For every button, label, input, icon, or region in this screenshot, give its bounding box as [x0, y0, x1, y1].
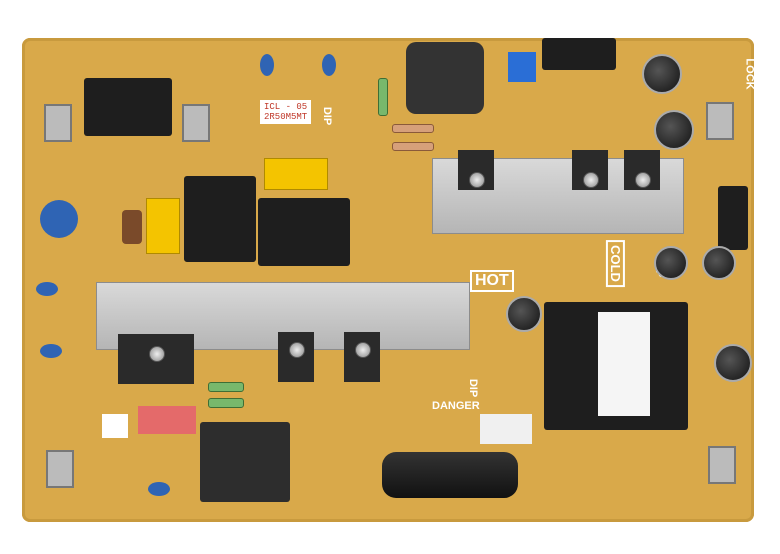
transformer-label [598, 312, 650, 416]
pfc-inductor [258, 198, 350, 266]
transistor [624, 150, 660, 190]
lock-label: LOCK [743, 58, 756, 90]
y-capacitor [40, 200, 78, 238]
resistor [208, 382, 244, 392]
icl-line1: ICL - 05 [264, 102, 308, 112]
capacitor [714, 344, 752, 382]
ceramic-capacitor [36, 282, 58, 296]
pcb-board: ICL - 05 2R50M5MT DIP LOCK COLD HOT DIP … [22, 38, 756, 522]
transistor [572, 150, 608, 190]
ceramic-capacitor [322, 54, 336, 76]
capacitor [506, 296, 542, 332]
dip-label: DIP [321, 106, 334, 126]
common-mode-choke [184, 176, 256, 262]
inductor [406, 42, 484, 114]
capacitor [702, 246, 736, 280]
fuse-clip [182, 104, 210, 142]
fuse-clip [44, 104, 72, 142]
clip [706, 102, 734, 140]
ceramic-capacitor [148, 482, 170, 496]
bridge-rectifier [118, 334, 194, 384]
cold-label: COLD [605, 240, 625, 287]
resistor [378, 78, 388, 116]
capacitor [654, 246, 688, 280]
resistor [392, 142, 434, 151]
x-capacitor [264, 158, 328, 190]
dip-label: DIP [467, 378, 480, 398]
film-capacitor [480, 414, 532, 444]
resistor [392, 124, 434, 133]
ac-inlet [84, 78, 172, 136]
transistor [458, 150, 494, 190]
transformer [200, 422, 290, 502]
bulk-capacitor [382, 452, 518, 498]
hot-label: HOT [470, 270, 514, 292]
ceramic-capacitor [260, 54, 274, 76]
qr-code [102, 414, 128, 438]
resistor [208, 398, 244, 408]
x-capacitor [146, 198, 180, 254]
transistor [344, 332, 380, 382]
connector [508, 52, 536, 82]
clip [708, 446, 736, 484]
connector-header [542, 38, 616, 70]
transistor [278, 332, 314, 382]
choke [122, 210, 142, 244]
danger-label: DANGER [432, 400, 480, 412]
ceramic-capacitor [40, 344, 62, 358]
icl-line2: 2R50M5MT [264, 112, 308, 122]
clip [46, 450, 74, 488]
icl-sticker: ICL - 05 2R50M5MT [260, 100, 312, 124]
capacitor-box [138, 406, 196, 434]
capacitor [654, 110, 694, 150]
capacitor [642, 54, 682, 94]
output-connector [718, 186, 748, 250]
